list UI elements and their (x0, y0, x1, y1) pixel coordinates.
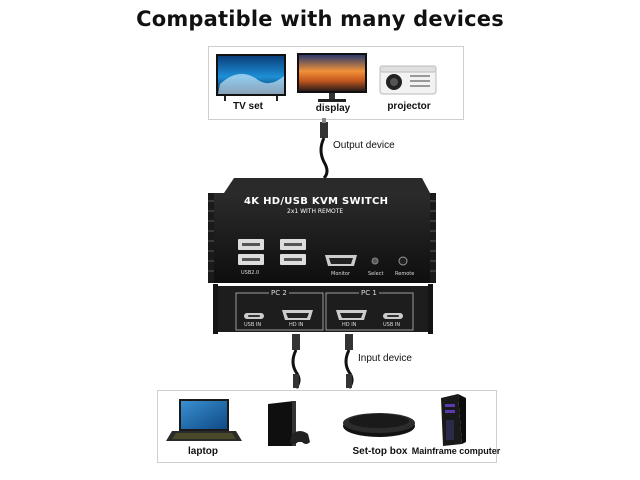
set-top-box-icon (343, 413, 415, 437)
device-label-set-top-box: Set-top box (352, 446, 408, 457)
input-device-label: Input device (358, 353, 412, 364)
kvm-subtitle: 2x1 WITH REMOTE (287, 208, 344, 215)
output-device-label: Output device (333, 140, 395, 151)
usb-in-right-label: USB IN (383, 322, 401, 328)
device-label-mainframe: Mainframe computer (411, 446, 501, 456)
device-label-display: display (315, 103, 351, 114)
kvm-switch-front (208, 178, 436, 283)
select-label: Select (368, 271, 384, 277)
projector-icon (379, 65, 437, 95)
kvm-title: 4K HD/USB KVM SWITCH (244, 196, 389, 207)
pc1-label: PC 1 (359, 289, 379, 297)
laptop-icon (166, 399, 242, 441)
pc2-label: PC 2 (269, 289, 289, 297)
device-label-laptop: laptop (188, 446, 218, 457)
hdmi-monitor-port (325, 255, 357, 266)
output-hdmi-cable (319, 118, 329, 180)
monitor-icon (297, 53, 367, 102)
monitor-label: Monitor (331, 271, 351, 277)
remote-label: Remote (395, 271, 415, 277)
usb-in-left-label: USB IN (244, 322, 262, 328)
hd-in-right-label: HD IN (342, 322, 357, 328)
input-cables (291, 334, 354, 389)
desktop-tower-icon (441, 394, 466, 446)
page-title: Compatible with many devices (136, 7, 504, 31)
game-console-icon (268, 401, 310, 446)
tv-icon (216, 54, 286, 101)
usb-label: USB2.0 (241, 270, 260, 276)
hd-in-left-label: HD IN (289, 322, 304, 328)
device-label-projector: projector (387, 101, 431, 112)
select-button (371, 257, 379, 265)
remote-jack (398, 256, 408, 266)
kvm-switch-back (213, 284, 433, 334)
device-label-tv: TV set (232, 101, 264, 112)
